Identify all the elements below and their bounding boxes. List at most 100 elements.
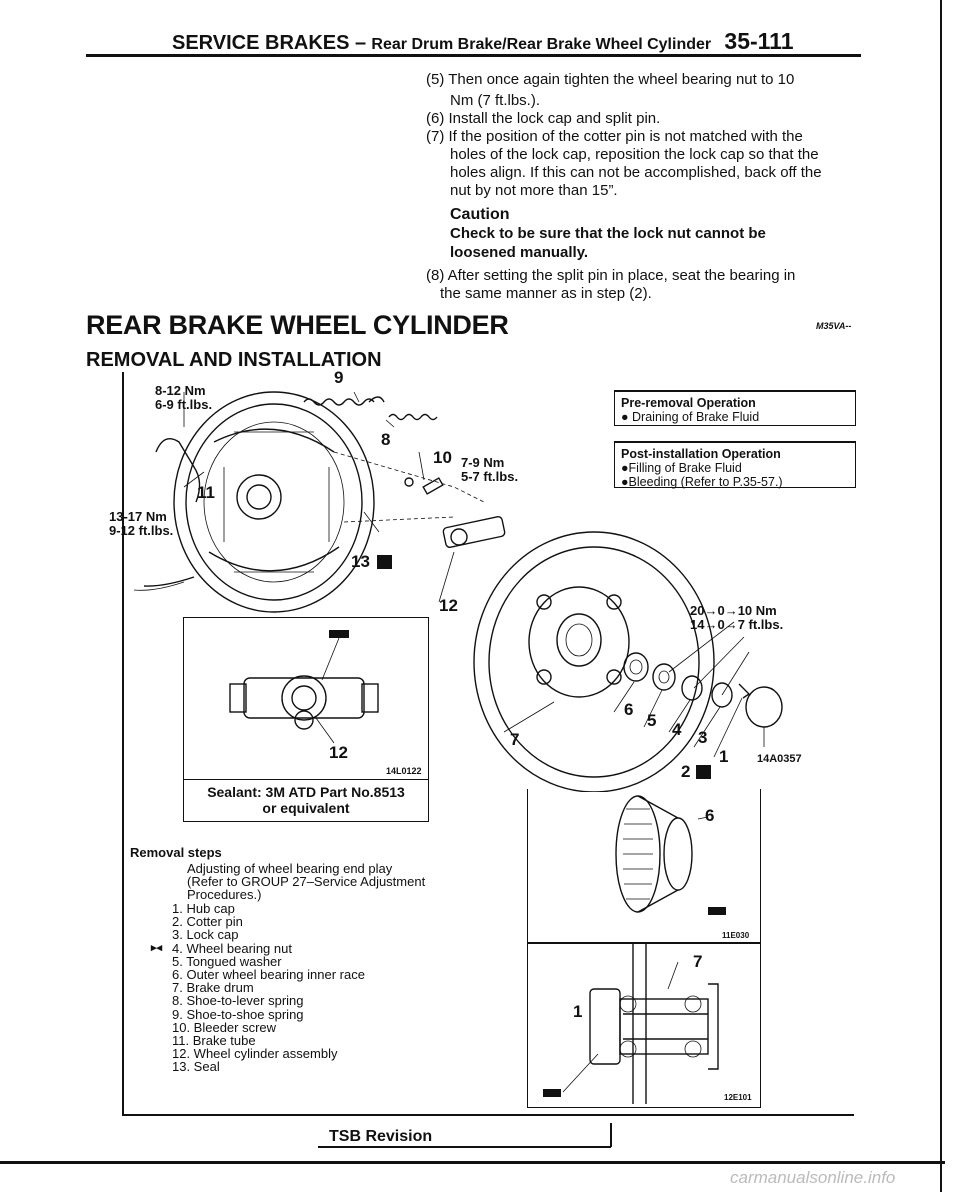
- section-label-7: 7: [693, 952, 703, 971]
- sealant-line-1: Sealant: 3M ATD Part No.8513: [207, 784, 405, 800]
- tsb-rightbar: [610, 1123, 612, 1147]
- pre-removal-box: Pre-removal Operation ● Draining of Brak…: [614, 390, 856, 426]
- bleeder-screw-icon: [404, 477, 444, 495]
- figure-code-main: 14A0357: [757, 753, 802, 765]
- post-install-box: Post-installation Operation ●Filling of …: [614, 441, 856, 489]
- footer-rule: [0, 1161, 945, 1164]
- caution-title: Caution: [450, 206, 510, 223]
- step-7-line-2: holes of the lock cap, reposition the lo…: [450, 146, 819, 163]
- wheel-cylinder-icon: [442, 516, 506, 548]
- removal-steps-list: 1. Hub cap 2. Cotter pin 3. Lock cap 4. …: [172, 902, 365, 1074]
- pre-removal-item: ● Draining of Brake Fluid: [621, 410, 760, 424]
- step-item: 4. Wheel bearing nut: [172, 940, 292, 956]
- step-item: 1. Hub cap: [172, 901, 235, 916]
- removal-intro: Adjusting of wheel bearing end play (Ref…: [187, 862, 425, 902]
- label-3: 3: [698, 728, 708, 747]
- cylinder-detail-drawing: [229, 630, 379, 744]
- step-item: 13. Seal: [172, 1059, 220, 1075]
- bearing-race-drawing: [615, 795, 726, 915]
- post-install-item-1: ●Filling of Brake Fluid: [621, 461, 742, 475]
- removal-intro-line-2: (Refer to GROUP 27–Service Adjustment: [187, 874, 426, 890]
- tsb-revision: TSB Revision: [329, 1128, 433, 1145]
- spring-8-icon: [388, 413, 438, 421]
- step-item: 7. Brake drum: [172, 980, 254, 996]
- label-12-top: 12: [439, 596, 458, 615]
- torque-c-ftlbs: 9-12 ft.lbs.: [109, 523, 174, 538]
- step-marker-icon: ▸◂: [151, 942, 163, 954]
- brake-drum-icon: [473, 531, 715, 792]
- pre-removal-title: Pre-removal Operation: [621, 396, 756, 410]
- exploded-brake-diagram: [133, 391, 783, 792]
- step-item: 9. Shoe-to-shoe spring: [172, 1006, 304, 1022]
- torque-a-ftlbs: 6-9 ft.lbs.: [155, 397, 213, 412]
- step-item: 5. Tongued washer: [172, 953, 282, 969]
- backing-plate-icon: [173, 391, 375, 613]
- label-12-inset: 12: [329, 743, 348, 762]
- step-7-line-1: (7) If the position of the cotter pin is…: [426, 128, 803, 145]
- section-code: M35VA--: [816, 321, 852, 331]
- label-13: 13: [351, 552, 370, 571]
- section-label-1: 1: [573, 1002, 583, 1021]
- hub-section-drawing: [543, 944, 719, 1104]
- step-5-line-2: Nm (7 ft.lbs.).: [450, 92, 541, 109]
- torque-c-nm: 13-17 Nm: [109, 509, 167, 524]
- label-7: 7: [510, 730, 520, 749]
- step-item: 3. Lock cap: [172, 927, 239, 943]
- step-item: 10. Bleeder screw: [172, 1019, 277, 1035]
- header-title-main: SERVICE BRAKES –: [172, 32, 367, 54]
- step-item: 11. Brake tube: [172, 1033, 256, 1049]
- spring-9-icon: [303, 396, 385, 406]
- sealant-line-2: or equivalent: [262, 800, 350, 816]
- label-10: 10: [433, 448, 452, 467]
- tsb-underline: [318, 1146, 611, 1148]
- post-install-title: Post-installation Operation: [621, 447, 781, 461]
- removal-intro-line-3: Procedures.): [187, 887, 262, 903]
- sealant-box: Sealant: 3M ATD Part No.8513 or equivale…: [183, 780, 429, 822]
- step-item: 8. Shoe-to-lever spring: [172, 993, 304, 1009]
- right-margin-line: [940, 0, 942, 1192]
- removal-steps-title: Removal steps: [130, 845, 222, 860]
- figure-bottom-rule: [122, 1114, 854, 1116]
- step-8-line-2: the same manner as in step (2).: [440, 285, 652, 302]
- torque-d-ftlbs: 14→0→7 ft.lbs.: [690, 617, 784, 632]
- label-2: 2: [681, 762, 691, 781]
- page-number: 35-111: [724, 28, 794, 54]
- step-item: 6. Outer wheel bearing inner race: [172, 967, 365, 983]
- section-title: REAR BRAKE WHEEL CYLINDER: [86, 310, 509, 340]
- torque-b-ftlbs: 5-7 ft.lbs.: [461, 469, 519, 484]
- figure-left-rule: [122, 372, 124, 1116]
- label-8: 8: [381, 430, 391, 449]
- step-7-line-3: holes align. If this can not be accompli…: [450, 164, 822, 181]
- label-1: 1: [719, 747, 729, 766]
- n-marker-icon: [377, 555, 392, 569]
- caution-line-1: Check to be sure that the lock nut canno…: [450, 225, 766, 242]
- label-9: 9: [334, 368, 344, 387]
- removal-intro-line-1: Adjusting of wheel bearing end play: [187, 861, 393, 876]
- bearing-inset-box: [527, 789, 761, 943]
- section-inset-box: [527, 943, 761, 1108]
- procedure-text: (5) Then once again tighten the wheel be…: [426, 71, 866, 303]
- header-rule: [86, 54, 861, 57]
- torque-b-nm: 7-9 Nm: [461, 455, 505, 470]
- brake-tube-icon: [155, 438, 201, 503]
- label-4: 4: [672, 720, 682, 739]
- figure-code-cylinder: 14L0122: [386, 766, 422, 776]
- section-subtitle: REMOVAL AND INSTALLATION: [86, 349, 382, 371]
- figure-code-section: 12E101: [724, 1093, 752, 1102]
- page-header: SERVICE BRAKES – Rear Drum Brake/Rear Br…: [172, 28, 794, 55]
- figure-code-bearing: 11E030: [722, 931, 750, 940]
- torque-d-nm: 20→0→10 Nm: [690, 603, 777, 618]
- label-6: 6: [624, 700, 634, 719]
- watermark: carmanualsonline.info: [730, 1168, 896, 1187]
- header-subtitle: Rear Drum Brake/Rear Brake Wheel Cylinde…: [371, 36, 712, 53]
- label-11: 11: [197, 483, 215, 502]
- step-6: (6) Install the lock cap and split pin.: [426, 110, 661, 127]
- label-5: 5: [647, 711, 657, 730]
- caution-line-2: loosened manually.: [450, 244, 589, 261]
- step-8-line-1: (8) After setting the split pin in place…: [426, 267, 796, 284]
- step-item: 2. Cotter pin: [172, 914, 243, 930]
- step-item: 12. Wheel cylinder assembly: [172, 1046, 338, 1062]
- step-7-line-4: nut by not more than 15”.: [450, 182, 618, 199]
- bearing-label-6: 6: [705, 806, 715, 825]
- post-install-item-2: ●Bleeding (Refer to P.35-57.): [621, 475, 783, 489]
